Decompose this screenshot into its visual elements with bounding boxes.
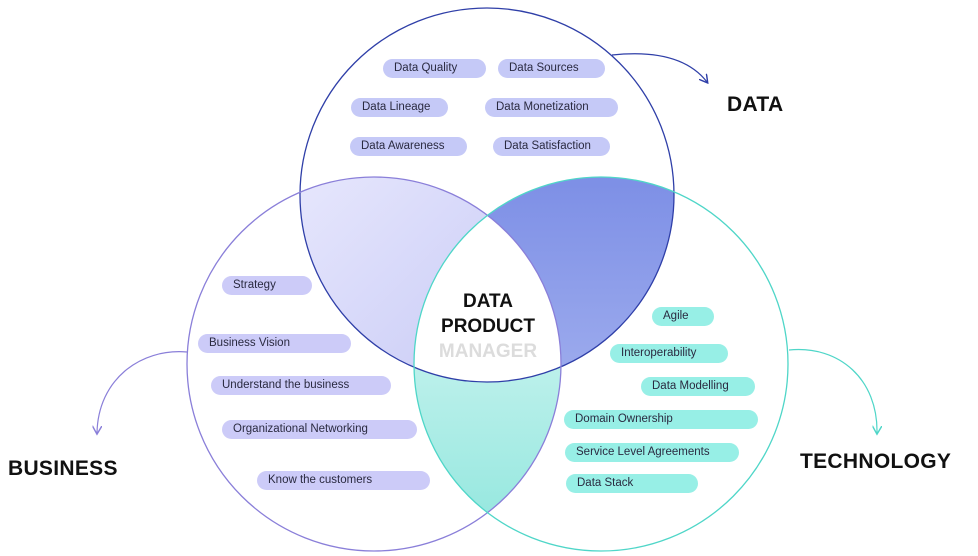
data-skill-pill: Data Monetization	[485, 98, 618, 117]
data-skill-pill: Data Satisfaction	[493, 137, 610, 156]
business-skill-pill: Strategy	[222, 276, 312, 295]
business-skill-pill: Know the customers	[257, 471, 430, 490]
data-skill-pill: Data Quality	[383, 59, 486, 78]
technology-circle	[413, 176, 789, 552]
business-arrow	[97, 351, 188, 433]
technology-skill-pill: Agile	[652, 307, 714, 326]
technology-arrow	[788, 348, 877, 433]
data-arrow	[611, 53, 707, 82]
center-title-line1: DATA	[463, 291, 513, 312]
data-skill-pill: Data Awareness	[350, 137, 467, 156]
center-title-line2: PRODUCT	[441, 316, 535, 337]
data-skill-pill: Data Sources	[498, 59, 605, 78]
business-label: BUSINESS	[8, 457, 118, 480]
business-skill-pill: Understand the business	[211, 376, 391, 395]
data-label: DATA	[727, 93, 784, 116]
data-skill-pill: Data Lineage	[351, 98, 448, 117]
technology-skill-pill: Domain Ownership	[564, 410, 758, 429]
technology-skill-pill: Data Modelling	[641, 377, 755, 396]
center-overlap	[414, 177, 561, 382]
technology-label: TECHNOLOGY	[800, 450, 952, 473]
center-title-line3: MANAGER	[438, 341, 538, 362]
technology-skill-pill: Data Stack	[566, 474, 698, 493]
data-circle	[299, 7, 675, 383]
technology-skill-pill: Interoperability	[610, 344, 728, 363]
business-skill-pill: Business Vision	[198, 334, 351, 353]
technology-skill-pill: Service Level Agreements	[565, 443, 739, 462]
business-skill-pill: Organizational Networking	[222, 420, 417, 439]
business-circle	[186, 176, 562, 552]
